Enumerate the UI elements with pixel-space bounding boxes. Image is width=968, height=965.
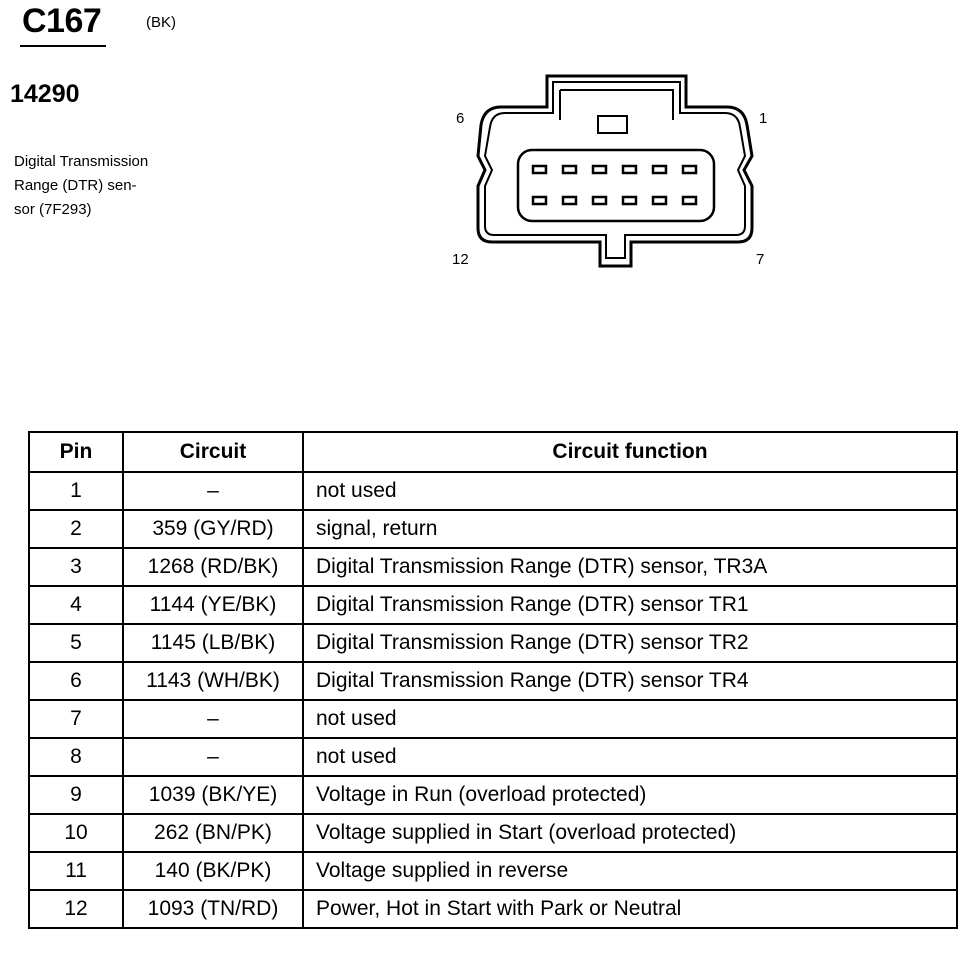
pin-label-7: 7 xyxy=(756,251,765,268)
pin-cavity xyxy=(516,148,716,223)
column-header-function: Circuit function xyxy=(302,431,958,473)
table-row: 10 262 (BN/PK) Voltage supplied in Start… xyxy=(28,813,958,853)
table-row: 8 – not used xyxy=(28,737,958,777)
pin-label-6: 6 xyxy=(456,110,465,127)
connector-housing-inner xyxy=(483,81,747,259)
pin-cell: 11 xyxy=(28,851,124,891)
circuit-cell: – xyxy=(122,471,304,511)
function-cell: Digital Transmission Range (DTR) sensor … xyxy=(302,661,958,701)
pin-label-12: 12 xyxy=(452,251,469,268)
connector-id: C167 xyxy=(22,2,102,40)
connector-id-underline xyxy=(20,45,106,47)
table-row: 6 1143 (WH/BK) Digital Transmission Rang… xyxy=(28,661,958,701)
function-cell: Voltage supplied in reverse xyxy=(302,851,958,891)
component-description: Digital Transmission Range (DTR) sen- so… xyxy=(14,150,214,222)
pin-row-top xyxy=(531,164,698,175)
table-row: 5 1145 (LB/BK) Digital Transmission Rang… xyxy=(28,623,958,663)
pin-row-bottom xyxy=(531,195,698,206)
connector-face-diagram xyxy=(476,74,754,268)
circuit-cell: – xyxy=(122,737,304,777)
table-row: 11 140 (BK/PK) Voltage supplied in rever… xyxy=(28,851,958,891)
table-row: 9 1039 (BK/YE) Voltage in Run (overload … xyxy=(28,775,958,815)
column-header-circuit: Circuit xyxy=(122,431,304,473)
pin-terminal xyxy=(681,164,698,175)
pin-cell: 7 xyxy=(28,699,124,739)
pin-terminal xyxy=(531,195,548,206)
table-header-row: Pin Circuit Circuit function xyxy=(28,431,958,473)
function-cell: signal, return xyxy=(302,509,958,549)
connector-latch xyxy=(559,89,674,120)
connector-color: (BK) xyxy=(146,14,176,31)
pin-terminal xyxy=(651,164,668,175)
pin-cell: 2 xyxy=(28,509,124,549)
part-number: 14290 xyxy=(10,80,80,108)
pin-terminal xyxy=(621,195,638,206)
pin-terminal xyxy=(591,195,608,206)
function-cell: Power, Hot in Start with Park or Neutral xyxy=(302,889,958,929)
pin-cell: 8 xyxy=(28,737,124,777)
circuit-cell: 1093 (TN/RD) xyxy=(122,889,304,929)
function-cell: not used xyxy=(302,471,958,511)
circuit-cell: 1039 (BK/YE) xyxy=(122,775,304,815)
circuit-cell: 1143 (WH/BK) xyxy=(122,661,304,701)
pin-terminal xyxy=(591,164,608,175)
pin-cell: 12 xyxy=(28,889,124,929)
description-line: sor (7F293) xyxy=(14,201,92,218)
table-row: 3 1268 (RD/BK) Digital Transmission Rang… xyxy=(28,547,958,587)
pin-cell: 10 xyxy=(28,813,124,853)
circuit-cell: 1145 (LB/BK) xyxy=(122,623,304,663)
table-row: 1 – not used xyxy=(28,471,958,511)
pin-label-1: 1 xyxy=(759,110,768,127)
function-cell: not used xyxy=(302,737,958,777)
pinout-table: Pin Circuit Circuit function 1 – not use… xyxy=(28,431,958,929)
table-row: 12 1093 (TN/RD) Power, Hot in Start with… xyxy=(28,889,958,929)
description-line: Digital Transmission xyxy=(14,153,149,170)
circuit-cell: 140 (BK/PK) xyxy=(122,851,304,891)
pin-terminal xyxy=(651,195,668,206)
pin-terminal xyxy=(561,195,578,206)
pin-cell: 1 xyxy=(28,471,124,511)
pin-terminal xyxy=(561,164,578,175)
pin-cell: 4 xyxy=(28,585,124,625)
circuit-cell: – xyxy=(122,699,304,739)
column-header-pin: Pin xyxy=(28,431,124,473)
connector-housing-outer xyxy=(476,74,754,268)
circuit-cell: 359 (GY/RD) xyxy=(122,509,304,549)
latch-window xyxy=(597,115,628,134)
function-cell: Voltage supplied in Start (overload prot… xyxy=(302,813,958,853)
pin-cell: 3 xyxy=(28,547,124,587)
circuit-cell: 1268 (RD/BK) xyxy=(122,547,304,587)
table-row: 4 1144 (YE/BK) Digital Transmission Rang… xyxy=(28,585,958,625)
function-cell: Digital Transmission Range (DTR) sensor,… xyxy=(302,547,958,587)
circuit-cell: 262 (BN/PK) xyxy=(122,813,304,853)
pin-cell: 6 xyxy=(28,661,124,701)
pin-terminal xyxy=(531,164,548,175)
table-row: 7 – not used xyxy=(28,699,958,739)
function-cell: not used xyxy=(302,699,958,739)
function-cell: Voltage in Run (overload protected) xyxy=(302,775,958,815)
table-row: 2 359 (GY/RD) signal, return xyxy=(28,509,958,549)
description-line: Range (DTR) sen- xyxy=(14,177,137,194)
function-cell: Digital Transmission Range (DTR) sensor … xyxy=(302,585,958,625)
circuit-cell: 1144 (YE/BK) xyxy=(122,585,304,625)
pin-cell: 5 xyxy=(28,623,124,663)
function-cell: Digital Transmission Range (DTR) sensor … xyxy=(302,623,958,663)
pin-cell: 9 xyxy=(28,775,124,815)
pin-terminal xyxy=(621,164,638,175)
pin-terminal xyxy=(681,195,698,206)
